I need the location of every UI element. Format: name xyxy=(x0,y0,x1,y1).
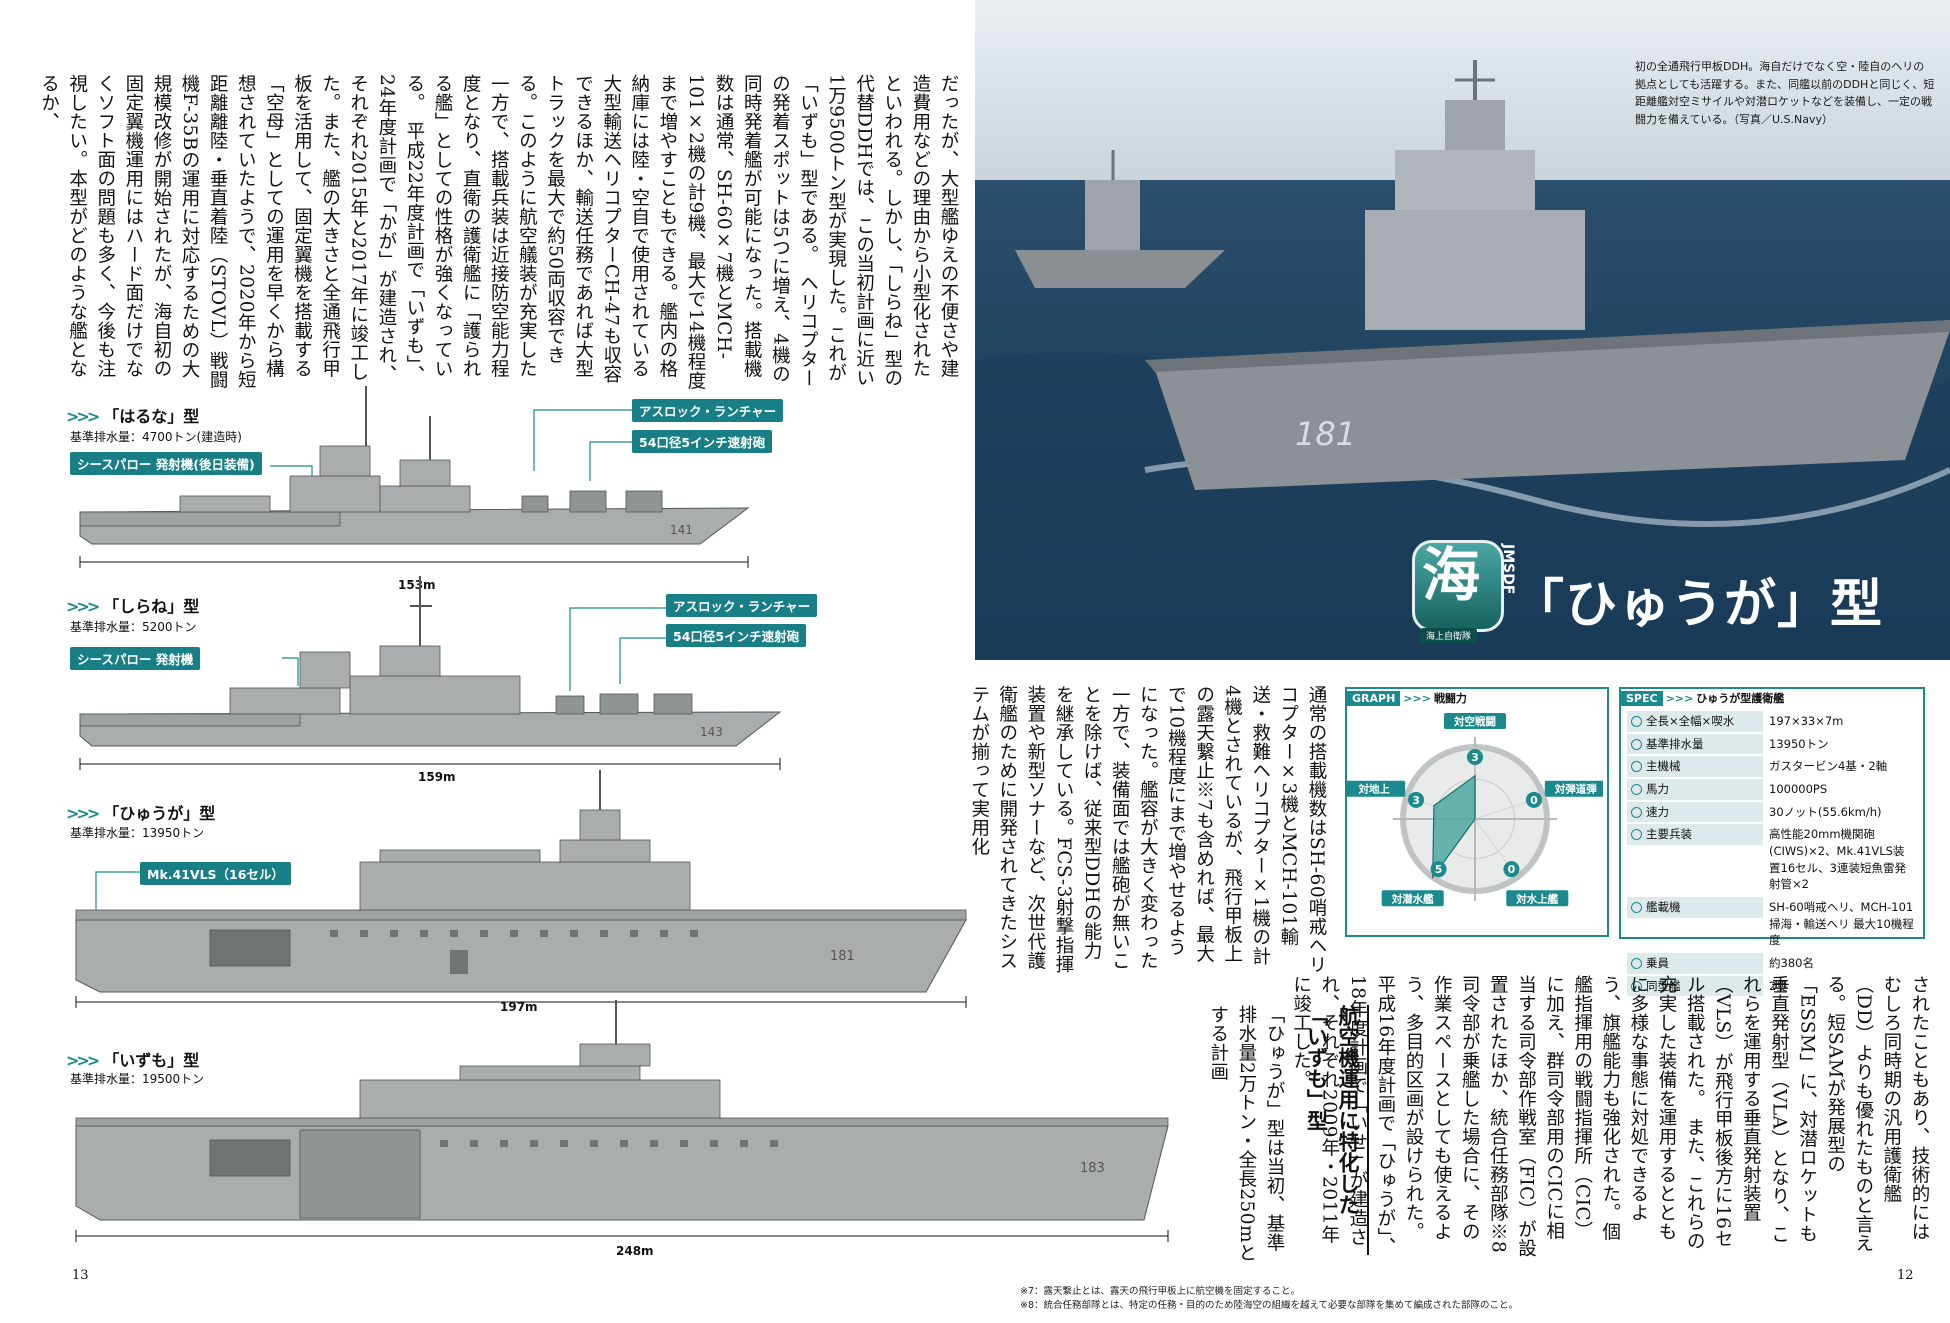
right-body-text-upper: 通常の搭載機数はSH-60哨戒ヘリコプター×3機とMCH-101輸送・救難ヘリコ… xyxy=(968,685,1327,975)
radar-value-label: 0 xyxy=(1530,794,1538,807)
radar-axis-label: 対地上 xyxy=(1357,783,1390,796)
ship-name: 「はるな」型 xyxy=(103,407,200,426)
radar-value-label: 5 xyxy=(1435,863,1443,876)
emblem-side: JMSDF xyxy=(1500,544,1516,595)
ship-name: 「いずも」型 xyxy=(103,1051,200,1070)
callout-tag: Mk.41VLS（16セル） xyxy=(140,862,291,885)
spec-row: 乗員約380名 xyxy=(1627,953,1917,974)
radar-chart: 3 対空戦闘 0 対弾道弾 0 対水上艦 5 対潜水艦 3 対地上 xyxy=(1347,713,1603,907)
jmsdf-emblem: 海 海上自衛隊 JMSDF xyxy=(1408,540,1516,650)
ship-photo: 181 初の全通飛行甲板DDH。海自だけでなく空・陸自のヘリの拠点としても活躍す… xyxy=(975,0,1950,660)
ship-length: 248m xyxy=(616,1244,654,1258)
radar-axis-label-box xyxy=(1347,780,1406,797)
emblem-badge xyxy=(1412,540,1504,632)
ship-name: 「しらね」型 xyxy=(103,597,200,616)
radar-axis-label: 対空戦闘 xyxy=(1453,715,1496,728)
radar-value-label: 0 xyxy=(1508,863,1516,876)
radar-polygon xyxy=(1432,774,1476,880)
svg-text:143: 143 xyxy=(700,725,723,739)
graph-label: GRAPH xyxy=(1347,690,1401,706)
radar-value-badge xyxy=(1525,791,1542,808)
svg-text:181: 181 xyxy=(830,949,855,964)
callout-tag: アスロック・ランチャー xyxy=(632,399,784,422)
ship-length: 197m xyxy=(500,1000,538,1014)
radar-value-badge xyxy=(1408,791,1425,808)
spec-row: 主要兵装高性能20mm機関砲(CIWS)×2、Mk.41VLS装置16セル、3連… xyxy=(1627,824,1917,895)
footnote-7: ※7：露天繋止とは、露天の飛行甲板上に航空機を固定すること。 xyxy=(1020,1286,1301,1297)
ship-silhouette-haruna: 141 xyxy=(79,386,750,568)
photo-caption: 初の全通飛行甲板DDH。海自だけでなく空・陸自のヘリの拠点としても活躍する。また… xyxy=(1635,60,1935,126)
page-number-left: 13 xyxy=(72,1268,89,1283)
radar-axis-label-box xyxy=(1444,713,1506,729)
radar-value-badge xyxy=(1430,861,1447,878)
callout-tag: 54口径5インチ速射砲 xyxy=(632,430,773,453)
radar-axis-label-box xyxy=(1506,890,1569,907)
ship-photo-drawing: 181 xyxy=(975,0,1950,660)
graph-title: 戦闘力 xyxy=(1433,692,1467,705)
ship-length: 159m xyxy=(418,770,456,784)
ship-displacement: 基準排水量：13950トン xyxy=(70,826,205,840)
ship-length: 153m xyxy=(398,578,436,592)
ship-displacement: 基準排水量：4700トン(建造時) xyxy=(70,430,242,444)
right-body-text-lower: されたこともあり、技術的にはむしろ同時期の汎用護衛艦（DD）よりも優れたものと言… xyxy=(1290,975,1930,1258)
main-title: 「ひゅうが」型 xyxy=(1512,575,1884,635)
callout-tag: 54口径5インチ速射砲 xyxy=(666,624,807,647)
emblem-kanji: 海 xyxy=(1422,541,1481,609)
footnote-8: ※8：統合任務部隊とは、特定の任務・目的のため陸海空の組織を越えて必要な部隊を集… xyxy=(1020,1300,1519,1311)
ship-displacement: 基準排水量：5200トン xyxy=(70,620,197,634)
svg-text:141: 141 xyxy=(670,523,693,537)
izumo-heading: 航空機運用に特化した「いずも」型 xyxy=(1300,1005,1369,1255)
ship-name: 「ひゅうが」型 xyxy=(103,804,216,823)
spec-row: 主機械ガスタービン4基・2軸 xyxy=(1627,756,1917,778)
callout-tag: アスロック・ランチャー xyxy=(666,594,818,617)
svg-text:183: 183 xyxy=(1080,1161,1105,1176)
radar-axis-label: 対水上艦 xyxy=(1515,892,1558,905)
radar-axis-label-box xyxy=(1544,780,1603,797)
callout-tag: シースパロー 発射機 xyxy=(70,647,201,670)
radar-axis-label: 対潜水艦 xyxy=(1391,892,1434,905)
left-body-text: だったが、大型艦ゆえの不便さや建造費用などの理由から小型化されたといわれる。しか… xyxy=(38,74,960,391)
radar-value-label: 3 xyxy=(1471,751,1479,764)
radar-value-badge xyxy=(1467,749,1483,765)
spec-label: SPEC xyxy=(1621,690,1663,706)
ship-displacement: 基準排水量：19500トン xyxy=(70,1072,205,1086)
izumo-body-text: 「ひゅうが」型は当初、基準排水量2万トン・全長250mとする計画 xyxy=(1207,1005,1285,1263)
spec-title: ひゅうが型護衛艦 xyxy=(1696,692,1785,705)
radar-axis-label: 対弾道弾 xyxy=(1554,783,1597,796)
ship-silhouette-izumo: 183 xyxy=(75,1000,1169,1242)
ship-silhouette-shirane: 143 xyxy=(79,576,782,770)
callout-tag: シースパロー 発射機(後日装備) xyxy=(70,452,262,475)
radar-axis-label-box xyxy=(1381,890,1444,907)
svg-text:181: 181 xyxy=(1295,415,1356,453)
radar-value-label: 3 xyxy=(1412,794,1420,807)
emblem-band: 海上自衛隊 xyxy=(1420,628,1478,643)
page-number-right: 12 xyxy=(1897,1268,1914,1283)
ship-silhouette-hyuga: 181 xyxy=(75,770,967,1008)
radar-value-badge xyxy=(1503,861,1520,878)
